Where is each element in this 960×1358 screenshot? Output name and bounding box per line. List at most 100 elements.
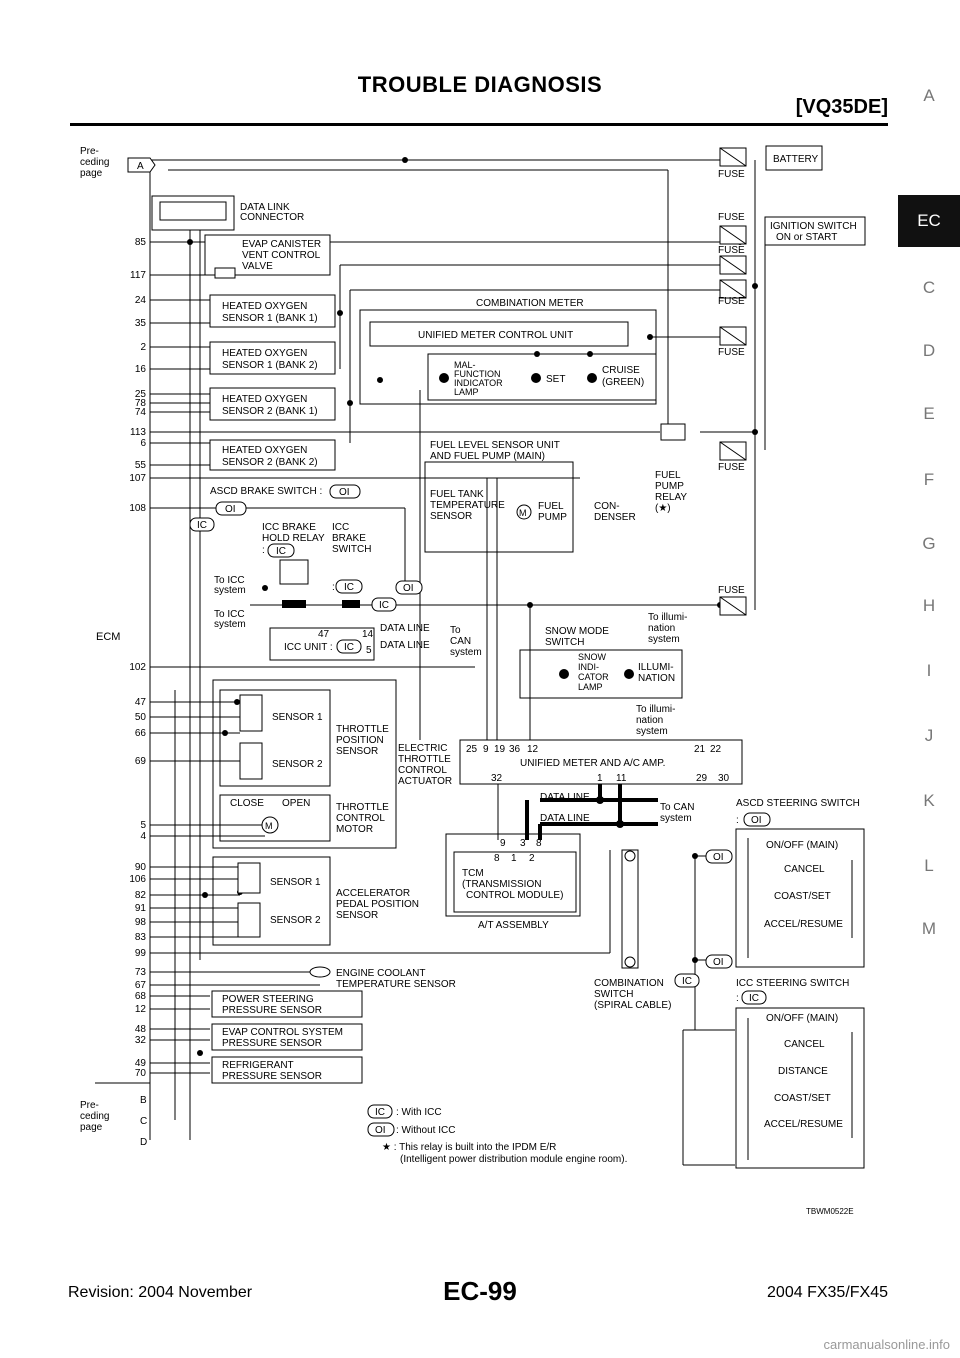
svg-text:ASCD STEERING SWITCH: ASCD STEERING SWITCH [736, 798, 860, 809]
svg-text:IC: IC [379, 600, 389, 611]
svg-text:29: 29 [696, 773, 708, 784]
svg-text:SWITCH: SWITCH [332, 544, 371, 555]
svg-text:SENSOR: SENSOR [336, 746, 378, 757]
watermark: carmanualsonline.info [823, 1337, 950, 1352]
combination-switch-spiral: COMBINATION SWITCH (SPIRAL CABLE) OI OI … [594, 849, 733, 1011]
tab-ec[interactable]: EC [898, 195, 960, 247]
svg-text:8: 8 [536, 838, 542, 849]
svg-text:(SPIRAL CABLE): (SPIRAL CABLE) [594, 1000, 671, 1011]
unified-meter-cu-label: UNIFIED METER CONTROL UNIT [418, 330, 573, 341]
svg-text:NATION: NATION [638, 673, 675, 684]
svg-text:2: 2 [529, 853, 535, 864]
etc-label: ELECTRIC [398, 743, 447, 754]
svg-text:OI: OI [751, 815, 762, 826]
combination-meter: COMBINATION METER UNIFIED METER CONTROL … [359, 298, 657, 405]
legend-with-icc: : With ICC [396, 1107, 442, 1118]
svg-text:99: 99 [135, 948, 147, 959]
svg-text:Pre-: Pre- [80, 146, 99, 157]
tab-l[interactable]: L [924, 856, 934, 875]
unified-meter-ac-amp: 25 9 19 36 12 21 22 UNIFIED METER AND A/… [459, 739, 743, 824]
tab-a[interactable]: A [923, 86, 935, 105]
svg-text:SENSOR: SENSOR [430, 511, 472, 522]
svg-text:HEATED OXYGEN: HEATED OXYGEN [222, 394, 307, 405]
svg-text:Pre-: Pre- [80, 1100, 99, 1111]
svg-text:EVAP CANISTER: EVAP CANISTER [242, 239, 321, 250]
tab-f[interactable]: F [923, 470, 935, 489]
svg-text:nation: nation [636, 715, 663, 726]
tab-g[interactable]: G [922, 534, 936, 553]
junction-dots [187, 157, 758, 1056]
ascd-on-off: ON/OFF (MAIN) [766, 840, 838, 851]
svg-text:47: 47 [135, 697, 147, 708]
svg-text:FUEL TANK: FUEL TANK [430, 489, 484, 500]
svg-text:117: 117 [130, 270, 146, 281]
ignition-switch: IGNITION SWITCH ON or START [764, 216, 866, 246]
svg-text:22: 22 [710, 744, 722, 755]
set-lamp-label: SET [546, 374, 565, 385]
svg-text:page: page [80, 168, 103, 179]
cruise-lamp-label: CRUISE [602, 365, 640, 376]
tab-j[interactable]: J [924, 726, 934, 745]
svg-text:OI: OI [713, 957, 724, 968]
svg-text:THROTTLE: THROTTLE [398, 754, 451, 765]
svg-text:REFRIGERANT: REFRIGERANT [222, 1060, 294, 1071]
svg-text:4: 4 [140, 831, 146, 842]
tab-m[interactable]: M [921, 919, 937, 938]
svg-text:CONTROL MODULE): CONTROL MODULE) [466, 890, 563, 901]
apps-sensor-1: SENSOR 1 [270, 877, 321, 888]
svg-text:CAN: CAN [450, 636, 471, 647]
engine-coolant-temp-sensor: ENGINE COOLANT TEMPERATURE SENSOR [309, 966, 456, 990]
svg-text:50: 50 [135, 712, 147, 723]
preceding-top[interactable]: Pre- ceding page A [80, 146, 156, 179]
tab-c[interactable]: C [922, 278, 936, 297]
icc-steering-switch: ICC STEERING SWITCH : IC ON/OFF (MAIN) C… [735, 978, 865, 1169]
ascd-coast-set: COAST/SET [774, 891, 831, 902]
svg-text:SENSOR 2 (BANK 2): SENSOR 2 (BANK 2) [222, 457, 318, 468]
tab-d[interactable]: D [922, 341, 936, 360]
snow-indicator-lamp-label: SNOW [578, 652, 607, 662]
svg-text:PRESSURE SENSOR: PRESSURE SENSOR [222, 1005, 322, 1016]
svg-text:FUEL LEVEL SENSOR UNIT: FUEL LEVEL SENSOR UNIT [430, 440, 560, 451]
svg-text:LAMP: LAMP [578, 682, 603, 692]
tab-e[interactable]: E [923, 404, 935, 423]
throttle-sensor-1: SENSOR 1 [272, 712, 323, 723]
svg-text:system: system [636, 726, 668, 737]
svg-text:CONTROL: CONTROL [336, 813, 385, 824]
svg-text:B: B [140, 1095, 147, 1106]
svg-text:ACTUATOR: ACTUATOR [398, 776, 452, 787]
icc-on-off: ON/OFF (MAIN) [766, 1013, 838, 1024]
svg-text:14: 14 [362, 629, 374, 640]
svg-text:12: 12 [135, 1004, 147, 1015]
svg-text:FUSE: FUSE [718, 347, 745, 358]
throttle-motor-label: THROTTLE [336, 802, 389, 813]
svg-text:M: M [265, 821, 273, 831]
svg-text:PRESSURE SENSOR: PRESSURE SENSOR [222, 1071, 322, 1082]
svg-text:INDICATOR: INDICATOR [454, 378, 503, 388]
svg-text:OI: OI [375, 1125, 386, 1136]
icc-unit: 47 14 5 ICC UNIT : IC DATA LINE DATA LIN… [269, 623, 482, 661]
svg-text::: : [262, 545, 265, 556]
to-icc-system-2: To ICC [214, 609, 245, 620]
tab-k[interactable]: K [923, 791, 935, 810]
svg-text:OI: OI [225, 504, 236, 515]
data-link-connector: DATA LINK CONNECTOR [151, 195, 304, 231]
ho2s-bank2-sensor2: HEATED OXYGEN SENSOR 2 (BANK 2) [209, 439, 336, 471]
evap-canister-vent-valve: EVAP CANISTER VENT CONTROL VALVE [204, 234, 331, 279]
svg-text:DENSER: DENSER [594, 512, 636, 523]
svg-text:73: 73 [135, 967, 147, 978]
to-illumination-2: To illumi- [636, 704, 675, 715]
preceding-bottom[interactable]: Pre- ceding page B C D [80, 1082, 150, 1148]
svg-text:67: 67 [135, 980, 147, 991]
svg-text:5: 5 [366, 645, 372, 656]
ho2s-bank2-sensor1: HEATED OXYGEN SENSOR 1 (BANK 2) [209, 341, 336, 375]
tab-i[interactable]: I [926, 661, 932, 680]
svg-text:113: 113 [130, 427, 146, 438]
fuel-pump-relay-label: FUEL [655, 470, 681, 481]
svg-text:IC: IC [375, 1107, 385, 1118]
tab-h[interactable]: H [922, 596, 936, 615]
svg-text:90: 90 [135, 862, 147, 873]
svg-text:DATA LINK: DATA LINK [240, 202, 290, 213]
svg-text:36: 36 [509, 744, 521, 755]
icc-coast-set: COAST/SET [774, 1093, 831, 1104]
svg-text:EVAP CONTROL SYSTEM: EVAP CONTROL SYSTEM [222, 1027, 343, 1038]
